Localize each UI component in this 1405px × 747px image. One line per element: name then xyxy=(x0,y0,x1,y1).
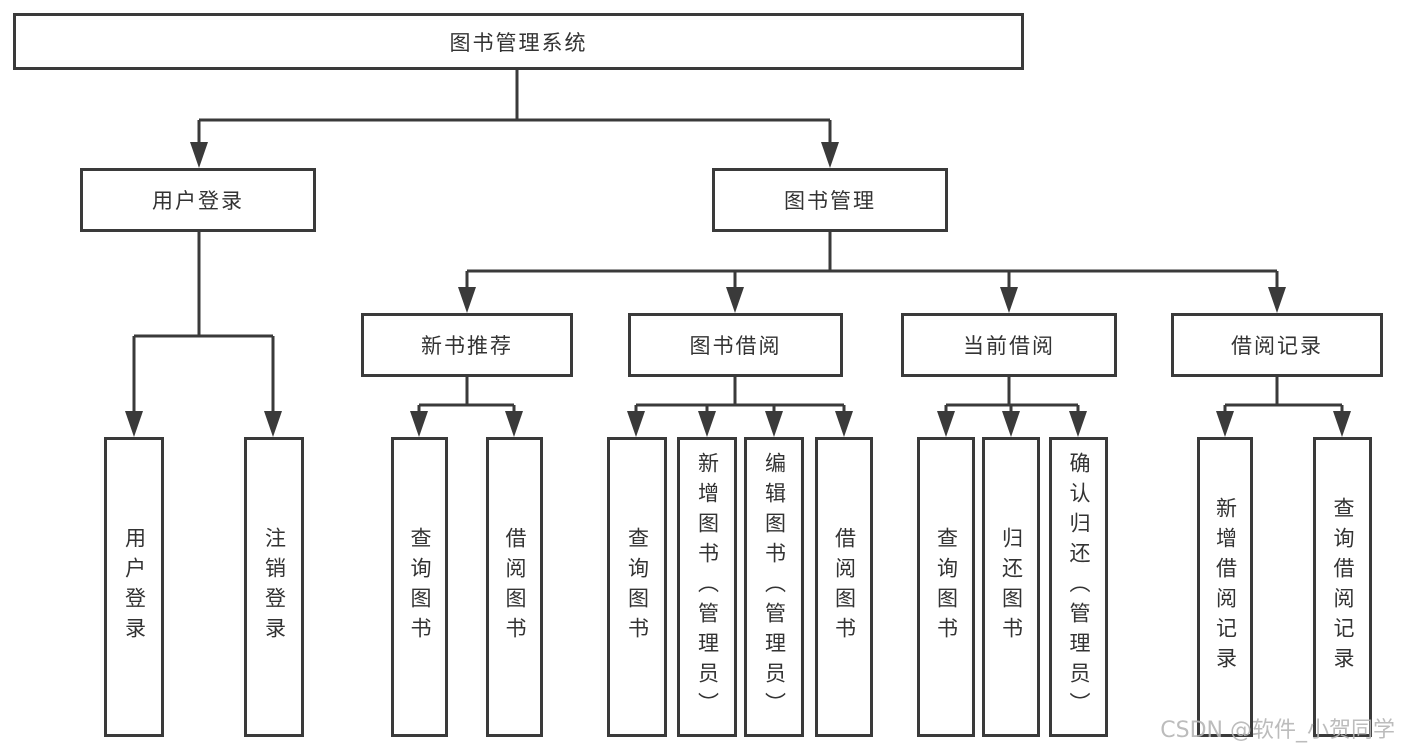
leaf-label: 查询借阅记录 xyxy=(1331,497,1355,677)
leaf-label: 编辑图书（管理员） xyxy=(762,452,787,722)
leaf-query-books-borrowing: 查询图书 xyxy=(607,437,667,737)
leaf-label: 确认归还（管理员） xyxy=(1067,452,1091,722)
leaf-logout: 注销登录 xyxy=(244,437,304,737)
node-user-login: 用户登录 xyxy=(80,168,316,232)
leaf-label: 查询图书 xyxy=(934,527,959,647)
node-label: 图书借阅 xyxy=(689,334,782,358)
leaf-confirm-return-admin: 确认归还（管理员） xyxy=(1049,437,1108,737)
leaf-label: 新增借阅记录 xyxy=(1213,497,1238,677)
leaf-query-borrow-record: 查询借阅记录 xyxy=(1313,437,1372,737)
node-new-book-recommend: 新书推荐 xyxy=(361,313,573,377)
leaf-return-books: 归还图书 xyxy=(982,437,1040,737)
leaf-label: 用户登录 xyxy=(122,527,147,647)
leaf-user-login: 用户登录 xyxy=(104,437,164,737)
leaf-query-books-current: 查询图书 xyxy=(917,437,975,737)
leaf-label: 归还图书 xyxy=(999,527,1024,647)
leaf-label: 查询图书 xyxy=(408,527,432,647)
leaf-add-borrow-record: 新增借阅记录 xyxy=(1197,437,1253,737)
leaf-borrow-books-recommend: 借阅图书 xyxy=(486,437,543,737)
node-book-management: 图书管理 xyxy=(712,168,948,232)
node-label: 当前借阅 xyxy=(963,334,1055,358)
leaf-edit-book-admin: 编辑图书（管理员） xyxy=(744,437,804,737)
leaf-label: 新增图书（管理员） xyxy=(695,452,720,722)
leaf-label: 查询图书 xyxy=(625,527,650,647)
leaf-query-books-recommend: 查询图书 xyxy=(391,437,448,737)
node-label: 图书管理系统 xyxy=(449,30,588,55)
node-label: 图书管理 xyxy=(784,189,876,213)
node-label: 新书推荐 xyxy=(421,334,513,358)
node-borrowing-records: 借阅记录 xyxy=(1171,313,1383,377)
node-label: 用户登录 xyxy=(152,189,244,213)
leaf-borrow-books-borrowing: 借阅图书 xyxy=(815,437,873,737)
node-book-borrowing: 图书借阅 xyxy=(628,313,843,377)
arrowheads xyxy=(125,142,1351,437)
csdn-watermark: CSDN @软件_小贺同学 xyxy=(1160,718,1395,743)
leaf-label: 借阅图书 xyxy=(503,527,527,647)
node-label: 借阅记录 xyxy=(1231,334,1323,358)
leaf-add-book-admin: 新增图书（管理员） xyxy=(677,437,737,737)
leaf-label: 借阅图书 xyxy=(832,527,857,647)
leaf-label: 注销登录 xyxy=(262,527,287,647)
node-library-management-system: 图书管理系统 xyxy=(13,13,1024,70)
node-current-borrowing: 当前借阅 xyxy=(901,313,1117,377)
